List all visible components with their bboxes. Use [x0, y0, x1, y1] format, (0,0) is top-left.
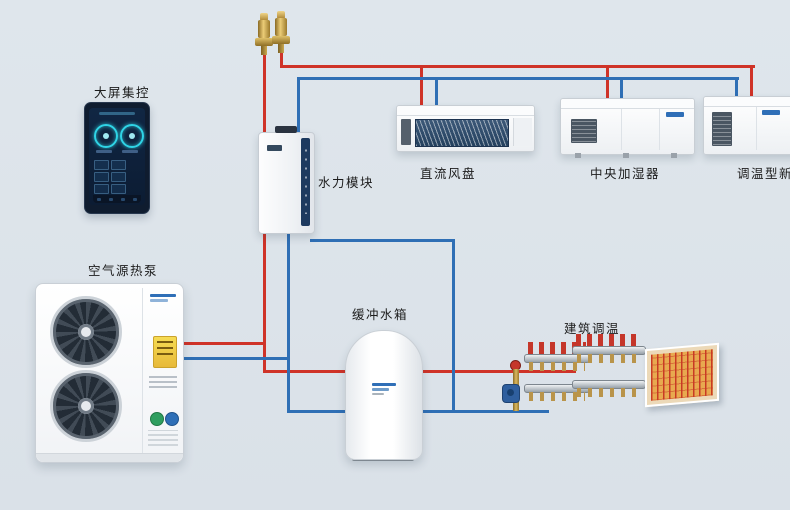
screen-value-grid	[94, 160, 140, 194]
pipe-supply-riser-2	[280, 50, 283, 68]
dial-label-bar	[96, 150, 112, 153]
buffer-tank-unit	[345, 330, 423, 460]
panel-seam	[621, 109, 622, 150]
panel-seam	[756, 107, 757, 150]
pipe-return-drop-fancoil	[435, 77, 438, 108]
valve-cap	[277, 11, 285, 19]
vent-slots	[148, 430, 178, 446]
unit-top-panel	[561, 99, 694, 109]
energy-label	[153, 336, 177, 368]
label-heat-pump: 空气源热泵	[88, 264, 159, 278]
pipe-supply-drop-freshair	[750, 65, 753, 101]
panel-seam	[142, 288, 143, 458]
control-panel-screen	[89, 108, 145, 205]
valve-body	[258, 20, 270, 38]
valve-nut	[272, 36, 290, 44]
fan-grille-top-icon	[50, 296, 122, 368]
hydraulic-module-unit	[258, 126, 315, 234]
pipe-return-heatpump	[180, 357, 290, 360]
heat-pump-unit	[35, 283, 184, 463]
intake-grille	[571, 119, 597, 143]
valve-stub	[278, 44, 284, 53]
loop-connectors	[577, 388, 641, 397]
module-side-strip	[301, 138, 310, 226]
label-building-control: 建筑调温	[564, 322, 621, 336]
label-humidifier: 中央加湿器	[590, 167, 661, 181]
brand-mark	[150, 294, 176, 306]
fan-coil-unit	[396, 105, 535, 152]
heating-coil-pattern	[651, 349, 713, 401]
flow-meters	[576, 334, 642, 346]
valve-nut	[255, 38, 273, 46]
unit-base	[36, 453, 183, 462]
pipe-return-drop-freshair	[735, 77, 738, 101]
pipe-return-branch-vertical	[452, 239, 455, 413]
pipe-supply-heatpump	[180, 342, 266, 345]
humidifier-unit	[560, 98, 695, 158]
label-fan-coil: 直流风盘	[420, 167, 477, 181]
cert-badge-blue	[165, 412, 179, 426]
pipe-return-branch-horizontal	[310, 239, 455, 242]
pump-icon	[502, 384, 520, 403]
circulation-pump-assembly	[502, 360, 530, 414]
fan-grille-bottom-icon	[50, 370, 122, 442]
dial-label-bar	[122, 150, 138, 153]
module-top-cap	[275, 126, 297, 133]
spec-text-lines	[149, 376, 177, 391]
valve-stub	[261, 46, 267, 55]
pipe-supply-drop-fancoil	[420, 65, 423, 108]
fresh-air-unit	[703, 96, 790, 155]
loop-connectors	[529, 392, 585, 401]
pipe-return-main-top	[297, 77, 739, 80]
module-display	[267, 145, 282, 151]
air-vent-valve-1	[255, 13, 273, 55]
unit-top-panel	[397, 106, 534, 116]
brand-mark	[762, 110, 780, 115]
tank-brand-mark	[372, 383, 396, 397]
pipe-supply-drop-humidifier	[606, 65, 609, 101]
pipe-return-module-down	[287, 231, 290, 412]
end-panel	[513, 118, 532, 146]
brand-mark	[666, 112, 684, 117]
loop-connectors	[529, 362, 585, 371]
air-vent-valve-2	[272, 11, 290, 53]
panel-seam	[659, 109, 660, 150]
screen-footer-bar	[93, 195, 141, 203]
temperature-dial-icon	[94, 124, 118, 148]
floor-heating-tile	[645, 342, 719, 408]
pipe-return-drop-humidifier	[620, 77, 623, 101]
label-buffer-tank: 缓冲水箱	[352, 308, 409, 322]
pipe-return-module-top	[297, 77, 300, 134]
humidity-dial-icon	[120, 124, 144, 148]
manifold-2	[572, 334, 646, 426]
control-panel-device	[84, 102, 150, 214]
label-fresh-air: 调温型新风	[737, 167, 790, 181]
valve-body	[275, 18, 287, 36]
coil-grille	[415, 119, 509, 147]
loop-connectors	[577, 354, 641, 363]
intake-grille	[712, 112, 732, 146]
valve-cap	[260, 13, 268, 21]
pipe-supply-main-top	[280, 65, 755, 68]
label-control-panel: 大屏集控	[94, 86, 151, 100]
label-hydraulic-module: 水力模块	[318, 176, 375, 190]
cert-badge-green	[150, 412, 164, 426]
screen-status-bar	[99, 112, 135, 115]
electrical-box	[401, 119, 411, 145]
unit-top-panel	[704, 97, 790, 107]
flow-meters	[528, 342, 586, 354]
